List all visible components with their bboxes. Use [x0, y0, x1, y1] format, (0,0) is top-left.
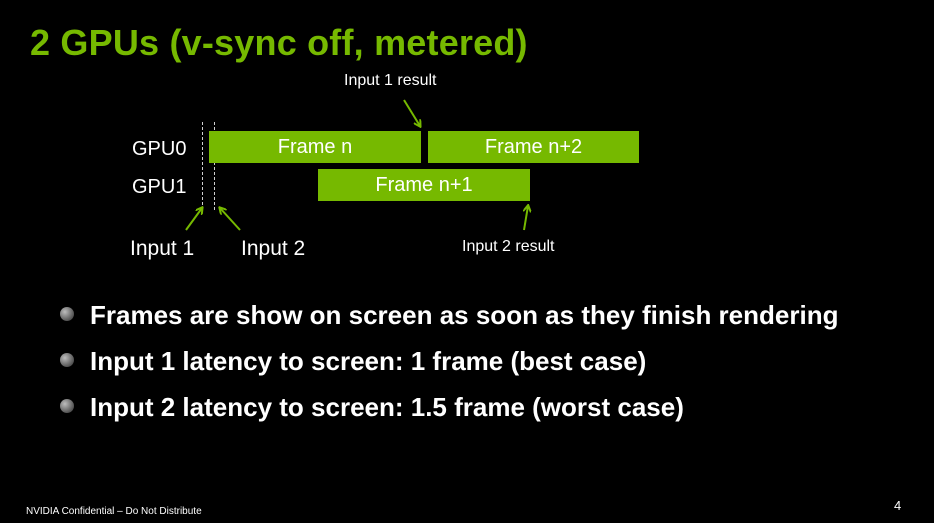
input2-result-arrow-icon [523, 206, 528, 231]
footer-confidential: NVIDIA Confidential – Do Not Distribute [26, 506, 202, 517]
input1-result-label: Input 1 result [344, 72, 437, 89]
page-number: 4 [894, 498, 902, 513]
slide-title: 2 GPUs (v-sync off, metered) [30, 22, 528, 63]
input2-result-label: Input 2 result [462, 238, 555, 255]
gpu1-label: GPU1 [132, 176, 187, 198]
frame-n-plus-2-bar: Frame n+2 [428, 131, 639, 163]
bullet-icon [60, 353, 74, 367]
bullet-item: Input 2 latency to screen: 1.5 frame (wo… [60, 388, 838, 434]
input1-label: Input 1 [130, 237, 195, 260]
input1-result-arrow-icon [403, 99, 420, 126]
frame-n-bar: Frame n [209, 131, 421, 163]
input2-label: Input 2 [241, 237, 306, 260]
frame-n-plus-1-bar: Frame n+1 [318, 169, 530, 201]
input1-arrow-icon [185, 208, 202, 231]
input2-marker [214, 122, 215, 210]
bullet-item: Frames are show on screen as soon as the… [60, 296, 838, 342]
bullet-icon [60, 307, 74, 321]
bullet-item: Input 1 latency to screen: 1 frame (best… [60, 342, 838, 388]
bullet-icon [60, 399, 74, 413]
arrows [185, 99, 934, 231]
bullet-list: Frames are show on screen as soon as the… [60, 296, 838, 434]
gpu0-label: GPU0 [132, 138, 187, 160]
input2-arrow-icon [220, 208, 241, 231]
timing-diagram: GPU0 GPU1 Frame n Frame n+2 Frame n+1 In… [130, 72, 934, 260]
input1-marker [202, 122, 203, 210]
